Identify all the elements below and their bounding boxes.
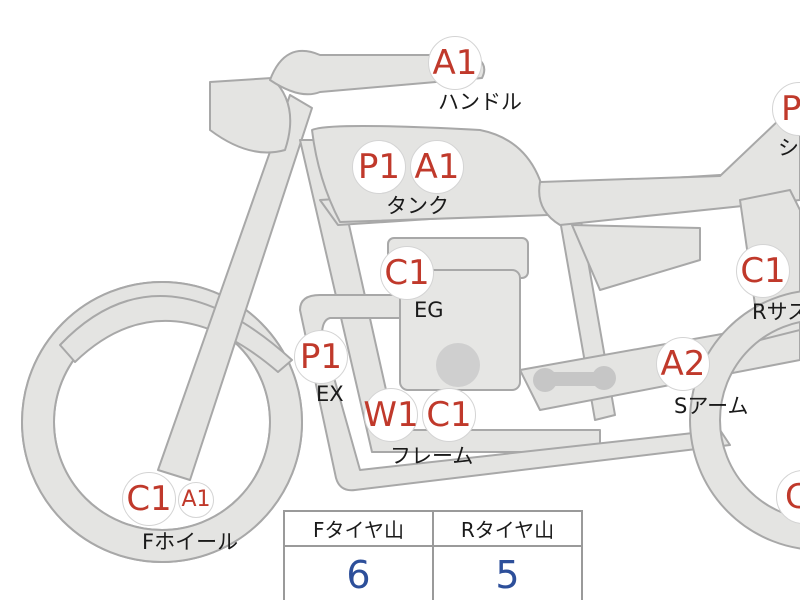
tire-tread-table: Fタイヤ山 Rタイヤ山 6 5 (283, 510, 583, 600)
rear-tire-tread-header: Rタイヤ山 (432, 510, 583, 547)
label-engine: EG (414, 298, 444, 322)
label-swingarm: Sアーム (674, 394, 749, 418)
tread-table-header-row: Fタイヤ山 Rタイヤ山 (283, 510, 583, 547)
exhaust-pipe (299, 294, 731, 492)
side-cover (571, 224, 701, 291)
badge-rearsusp-c1: C1 (736, 244, 790, 298)
badge-frontwheel-c1: C1 (122, 472, 176, 526)
badge-tank-a1: A1 (410, 140, 464, 194)
axle-detail (533, 366, 616, 392)
label-handle: ハンドル (438, 90, 522, 114)
front-tire-tread-value: 6 (283, 545, 434, 600)
label-frame: フレーム (390, 444, 474, 468)
badge-exhaust-p1: P1 (294, 330, 348, 384)
label-seat: シ (778, 136, 799, 160)
headlight (209, 77, 292, 154)
badge-frontwheel-a1: A1 (178, 482, 214, 518)
rear-tire-tread-value: 5 (432, 545, 583, 600)
badge-engine-c1: C1 (380, 246, 434, 300)
badge-frame-c1: C1 (422, 388, 476, 442)
seat (538, 99, 800, 226)
badge-tank-p1: P1 (352, 140, 406, 194)
tread-table-value-row: 6 5 (283, 545, 583, 600)
label-rear-suspension: Rサス (752, 300, 800, 324)
rear-tire (689, 290, 800, 550)
label-exhaust: EX (316, 382, 344, 406)
front-fork (157, 94, 313, 481)
badge-handle-a1: A1 (428, 36, 482, 90)
label-front-wheel: Fホイール (142, 530, 239, 554)
front-fender (59, 295, 293, 373)
badge-frame-w1: W1 (363, 388, 419, 442)
label-tank: タンク (386, 194, 449, 218)
front-tire-tread-header: Fタイヤ山 (283, 510, 434, 547)
badge-swingarm-a2: A2 (656, 337, 710, 391)
engine-cover (436, 343, 480, 387)
